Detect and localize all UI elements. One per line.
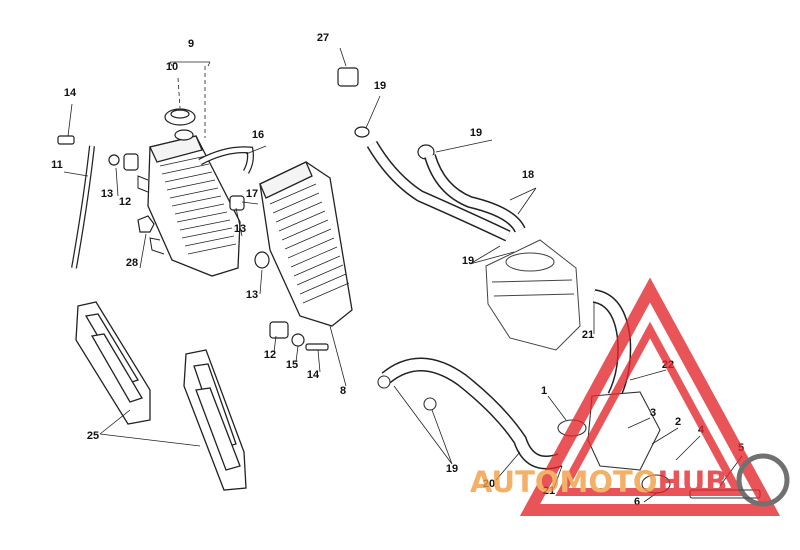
upper-hoses <box>366 140 526 242</box>
callout-c-19a: 19 <box>374 80 386 92</box>
lower-hose <box>381 357 563 470</box>
callout-c-18: 18 <box>522 169 534 181</box>
callout-c-13c: 13 <box>246 289 258 301</box>
bolt-14-bottom <box>305 343 329 351</box>
grommet-12-top <box>123 153 139 171</box>
grommet-12-bottom <box>269 321 289 339</box>
callout-c-14b: 14 <box>307 369 320 381</box>
spacer-13-mid <box>254 251 270 269</box>
callout-c-11: 11 <box>51 159 63 171</box>
callout-c-20: 20 <box>483 478 495 490</box>
callout-c-16: 16 <box>252 129 264 141</box>
watermark-text-part1: AUTOMOTO <box>470 465 657 499</box>
cap-27 <box>337 67 359 87</box>
hub-circle-icon <box>736 453 790 507</box>
callout-c-19b: 19 <box>470 127 482 139</box>
callout-c-8: 8 <box>340 385 346 397</box>
callout-c-27: 27 <box>317 32 329 44</box>
callout-c-3: 3 <box>650 407 656 419</box>
callout-c-2: 2 <box>675 416 681 428</box>
callout-c-19d: 19 <box>446 463 458 475</box>
radiator-guard-right <box>183 349 247 491</box>
clamp-19-top <box>354 126 370 138</box>
callout-c-6: 6 <box>634 496 640 508</box>
grommet-17 <box>229 195 245 211</box>
callout-c-14a: 14 <box>64 87 77 99</box>
overflow-hose <box>71 145 95 269</box>
hardware <box>57 67 435 351</box>
callout-c-10: 10 <box>166 61 178 73</box>
radiator-cap <box>164 108 196 141</box>
washer-13-top <box>108 154 120 166</box>
callout-c-15: 15 <box>286 359 298 371</box>
watermark: AUTOMOTOHUB <box>470 277 790 516</box>
callout-c-13a: 13 <box>101 188 113 200</box>
nut-28 <box>137 215 155 233</box>
callout-c-28: 28 <box>126 257 138 269</box>
bolt-14-top <box>57 135 75 145</box>
callout-c-19c: 19 <box>462 255 474 267</box>
callout-c-12a: 12 <box>119 196 131 208</box>
callout-c-13b: 13 <box>234 223 246 235</box>
washer-15 <box>291 333 305 347</box>
watermark-text: AUTOMOTOHUB <box>470 465 727 499</box>
callout-c-9: 9 <box>188 38 194 50</box>
engine-cylinder <box>485 239 581 351</box>
watermark-text-part2: HUB <box>657 465 727 499</box>
warning-triangle-icon <box>519 277 781 516</box>
callout-c-12b: 12 <box>264 349 276 361</box>
right-radiator <box>259 161 353 327</box>
callout-c-17: 17 <box>246 188 258 200</box>
callout-c-21a: 21 <box>582 329 594 341</box>
left-radiator <box>137 135 241 277</box>
callout-c-25: 25 <box>87 430 99 442</box>
radiator-guard-left <box>75 301 151 425</box>
callout-c-1: 1 <box>541 385 547 397</box>
